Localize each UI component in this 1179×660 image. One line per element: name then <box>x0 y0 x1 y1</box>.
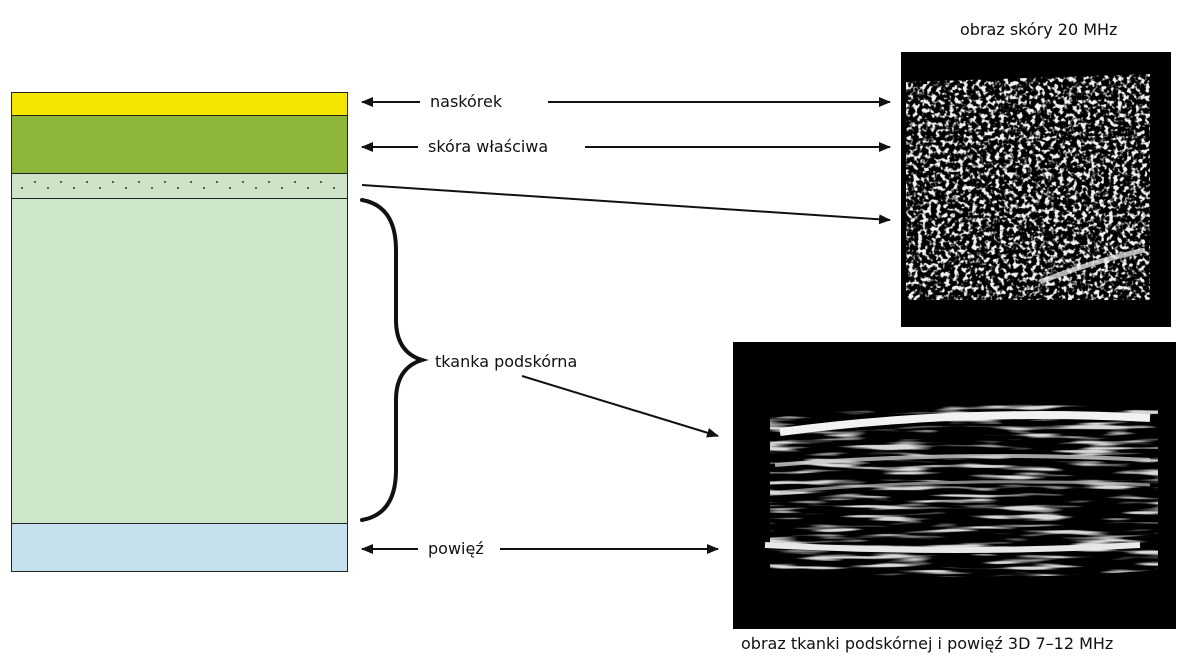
dot <box>268 181 270 183</box>
dot <box>177 187 179 189</box>
label-subcutaneous: tkanka podskórna <box>435 352 577 372</box>
dot <box>229 187 231 189</box>
dot <box>320 181 322 183</box>
dot <box>60 181 62 183</box>
dot <box>307 187 309 189</box>
dot <box>333 187 335 189</box>
dot <box>99 187 101 189</box>
dot <box>294 181 296 183</box>
dot <box>281 187 283 189</box>
arrow-subcutaneous-top <box>362 185 890 220</box>
dot <box>151 187 153 189</box>
skin-ultrasound-image <box>901 52 1171 327</box>
label-fascia: powięź <box>428 539 484 559</box>
label-epidermis: naskórek <box>430 92 502 112</box>
dot <box>216 181 218 183</box>
dot <box>242 181 244 183</box>
tissue-ultrasound-image <box>733 342 1176 629</box>
dot <box>34 181 36 183</box>
dot <box>21 187 23 189</box>
caption-tissue-image: obraz tkanki podskórnej i powięź 3D 7–12… <box>741 634 1113 654</box>
dot <box>255 187 257 189</box>
dot <box>47 187 49 189</box>
arrow-subcutaneous <box>522 376 718 436</box>
dot <box>138 181 140 183</box>
caption-skin-image: obraz skóry 20 MHz <box>960 20 1117 40</box>
dot <box>164 181 166 183</box>
label-dermis: skóra właściwa <box>428 137 548 157</box>
curly-brace <box>362 200 422 520</box>
dot <box>190 181 192 183</box>
dotted-pattern <box>21 181 335 189</box>
dot <box>112 181 114 183</box>
dot <box>73 187 75 189</box>
dot <box>203 187 205 189</box>
dot <box>86 181 88 183</box>
dot <box>125 187 127 189</box>
